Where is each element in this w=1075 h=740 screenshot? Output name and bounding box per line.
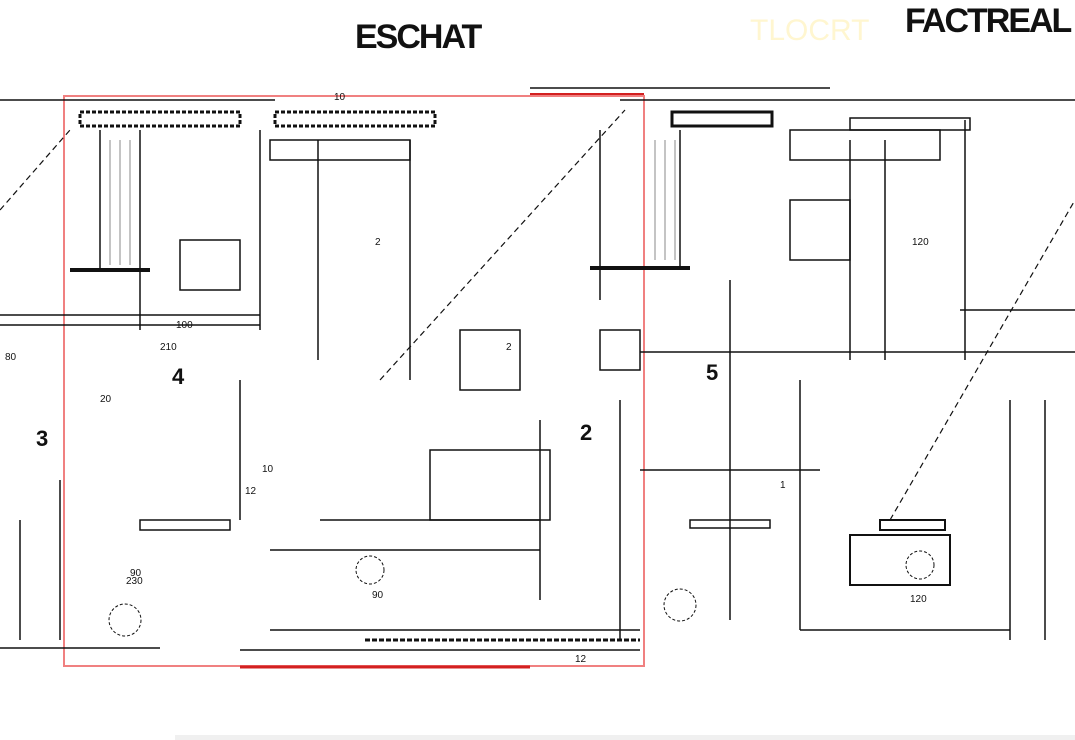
walls: [0, 87, 1075, 651]
stairs: [109, 140, 676, 265]
dimension-label: 120: [912, 237, 929, 248]
dimension-label: 210: [160, 342, 177, 353]
bottom-scroll-area: [175, 735, 1075, 740]
selection-frame: [63, 95, 645, 667]
room-label: 5: [706, 360, 718, 385]
title-ghost: TLOCRT: [750, 14, 869, 47]
section-lines: [0, 109, 1075, 521]
dimension-label: 80: [5, 352, 17, 363]
dimension-label: 10: [334, 92, 346, 103]
room-labels: 3 4 5 2: [36, 360, 718, 451]
dimension-label: 12: [575, 654, 587, 665]
dimension-label: 2: [506, 342, 512, 353]
plant-symbols: [108, 550, 935, 637]
dimension-label: 10: [262, 464, 274, 475]
room-label: 3: [36, 426, 48, 451]
dimension-label: 230: [126, 576, 143, 587]
room-label: 2: [580, 420, 592, 445]
dimension-label: 90: [372, 590, 384, 601]
dimension-label: 12: [245, 486, 257, 497]
dimension-label: 90: [130, 568, 142, 579]
title-right: FACTREAL: [905, 2, 1072, 40]
title-left: ESCHAT: [355, 18, 482, 56]
dimension-labels: 100 210 80 230 90 120 20 12 10 1 2 90 12…: [5, 92, 929, 665]
dimension-label: 20: [100, 394, 112, 405]
dimension-label: 1: [780, 480, 786, 491]
dimension-label: 2: [375, 237, 381, 248]
dimension-label: 120: [910, 594, 927, 605]
room-label: 4: [172, 364, 185, 389]
dimension-label: 100: [176, 320, 193, 331]
